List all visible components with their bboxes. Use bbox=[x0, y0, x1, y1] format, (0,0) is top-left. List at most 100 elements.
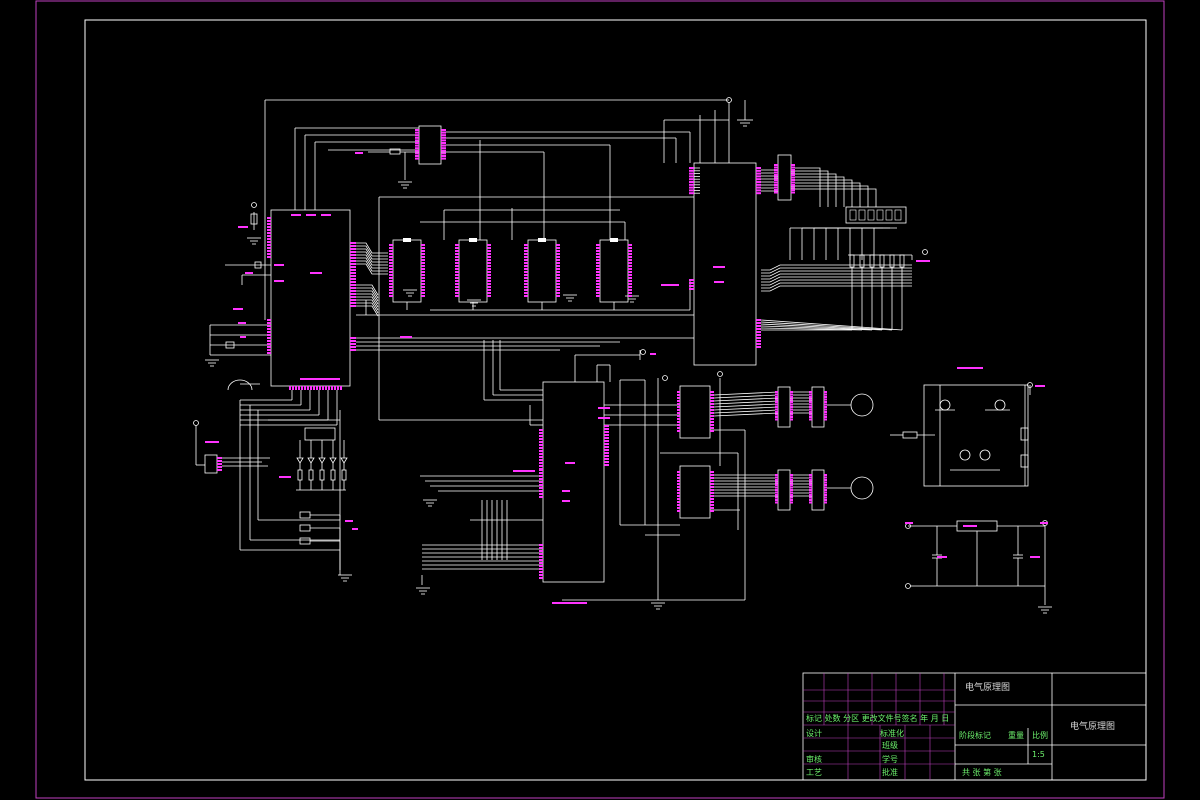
pin-stub bbox=[421, 253, 425, 255]
pin-stub bbox=[628, 256, 632, 258]
pin-stub bbox=[790, 408, 793, 411]
pin-stub bbox=[307, 386, 309, 390]
pin-stub bbox=[710, 418, 714, 420]
power-terminal-icon bbox=[640, 349, 646, 355]
pin-stub bbox=[421, 244, 425, 246]
pin-stub bbox=[539, 574, 543, 576]
pin-stub bbox=[677, 483, 680, 485]
pin-stub bbox=[710, 498, 714, 500]
pin-stub bbox=[809, 416, 812, 418]
pin-stub bbox=[775, 411, 778, 413]
pin-stub bbox=[628, 247, 632, 249]
pin-stub bbox=[556, 244, 560, 246]
pin-stub bbox=[604, 425, 609, 427]
pin-stub bbox=[628, 277, 632, 279]
pin-stub bbox=[710, 510, 714, 512]
pin-stub bbox=[524, 295, 528, 297]
pin-stub bbox=[791, 164, 795, 166]
pin-stub bbox=[677, 397, 680, 399]
pin-stub bbox=[628, 271, 632, 273]
pin-stub bbox=[596, 253, 600, 255]
pin-stub bbox=[824, 494, 827, 496]
pin-stub bbox=[775, 499, 778, 501]
pin-stub bbox=[487, 259, 491, 261]
pin-stub bbox=[756, 181, 761, 183]
tiny-label-mark bbox=[245, 272, 253, 274]
pin-stub bbox=[809, 489, 812, 491]
pin-stub bbox=[421, 265, 425, 267]
pin-stub bbox=[710, 474, 714, 476]
pin-stub bbox=[824, 476, 827, 479]
pin-stub bbox=[421, 259, 425, 261]
pin-stub bbox=[756, 340, 761, 342]
pin-stub bbox=[267, 235, 271, 237]
pin-stub bbox=[267, 319, 271, 321]
pin-stub bbox=[441, 147, 446, 150]
pin-stub bbox=[756, 325, 761, 327]
pin-stub bbox=[415, 129, 419, 131]
pin-stub bbox=[389, 292, 393, 294]
pin-stub bbox=[441, 136, 446, 139]
tiny-label-mark bbox=[279, 476, 291, 478]
pin-stub bbox=[295, 386, 297, 390]
pin-stub bbox=[775, 418, 778, 421]
pin-stub bbox=[389, 253, 393, 255]
resistor bbox=[319, 469, 325, 481]
pin-stub bbox=[217, 460, 222, 462]
pin-stub bbox=[556, 256, 560, 258]
tiny-label-mark bbox=[916, 260, 930, 262]
pin-stub bbox=[756, 343, 761, 345]
pin-stub bbox=[350, 293, 356, 295]
pin-stub bbox=[350, 251, 356, 253]
pin-stub bbox=[604, 461, 609, 463]
pin-stub bbox=[604, 452, 609, 454]
pin-stub bbox=[539, 556, 543, 558]
pin-stub bbox=[487, 277, 491, 279]
transistor-array bbox=[304, 427, 336, 441]
pin-stub bbox=[790, 494, 793, 496]
pin-stub bbox=[310, 386, 312, 390]
pin-stub bbox=[487, 271, 491, 273]
pin-stub bbox=[824, 499, 827, 501]
tiny-label-mark bbox=[513, 470, 535, 472]
pin-stub bbox=[455, 289, 459, 291]
ground-icon bbox=[651, 602, 665, 610]
pin-stub bbox=[539, 547, 543, 549]
pin-stub bbox=[539, 544, 543, 546]
ground-icon bbox=[205, 359, 219, 367]
pin-stub bbox=[596, 244, 600, 246]
pin-stub bbox=[604, 434, 609, 436]
pin-stub bbox=[267, 340, 271, 342]
role-approve: 批准 bbox=[882, 768, 898, 777]
pin-stub bbox=[809, 418, 812, 421]
pin-stub bbox=[809, 496, 812, 499]
pin-stub bbox=[775, 481, 778, 484]
pin-stub bbox=[415, 134, 419, 137]
pin-stub bbox=[775, 393, 778, 396]
pin-stub bbox=[791, 166, 795, 169]
pin-stub bbox=[809, 476, 812, 479]
power-terminal-icon bbox=[662, 375, 668, 381]
pin-stub bbox=[604, 446, 609, 448]
pin-stub bbox=[596, 250, 600, 252]
pin-stub bbox=[331, 386, 333, 390]
pin-stub bbox=[421, 292, 425, 294]
pin-stub bbox=[824, 411, 827, 413]
pin-stub bbox=[539, 459, 543, 461]
pin-stub bbox=[539, 441, 543, 443]
pin-stub bbox=[790, 411, 793, 413]
pin-stub bbox=[524, 247, 528, 249]
pin-stub bbox=[790, 481, 793, 484]
pin-stub bbox=[824, 401, 827, 403]
pin-stub bbox=[628, 265, 632, 267]
pin-stub bbox=[267, 337, 271, 339]
pin-stub bbox=[421, 271, 425, 273]
pin-stub bbox=[539, 453, 543, 455]
power-terminal-icon bbox=[905, 583, 911, 589]
resistor bbox=[341, 469, 347, 481]
pin-stub bbox=[677, 409, 680, 411]
pin-stub bbox=[415, 136, 419, 139]
pin-stub bbox=[824, 398, 827, 401]
switch-3 bbox=[299, 537, 311, 545]
tiny-label-mark bbox=[238, 322, 246, 324]
